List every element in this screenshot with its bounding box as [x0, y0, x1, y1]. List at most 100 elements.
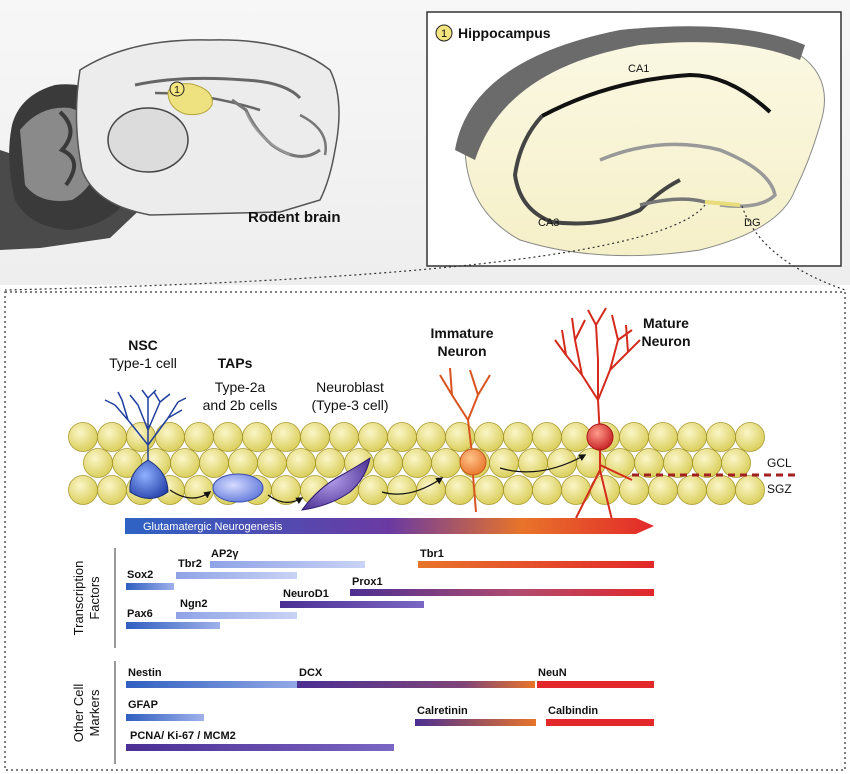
calretinin-label: Calretinin — [417, 705, 468, 717]
region-ca3-label: CA3 — [538, 217, 559, 229]
hippocampus-title: Hippocampus — [458, 25, 551, 41]
calbindin-bar — [546, 719, 654, 726]
taps-subtitle-1: Type-2a — [215, 379, 266, 395]
sox2-label: Sox2 — [127, 569, 153, 581]
tbr1-bar — [418, 561, 654, 568]
calbindin-label: Calbindin — [548, 705, 598, 717]
neuroblast-cell — [300, 456, 371, 511]
granule-cell — [735, 422, 765, 452]
granule-cell — [445, 475, 475, 505]
pcna-label: PCNA/ Ki-67 / MCM2 — [130, 730, 236, 742]
granule-cell — [503, 475, 533, 505]
gcl-label: GCL — [767, 456, 792, 470]
granule-cell — [68, 422, 98, 452]
other-markers-label-2: Markers — [87, 689, 102, 736]
granule-cell — [329, 422, 359, 452]
granule-cell — [315, 448, 345, 478]
transcription-factors-label-2: Factors — [87, 576, 102, 620]
prox1-bar — [350, 589, 654, 596]
granule-cell — [170, 448, 200, 478]
ap2y-bar — [210, 561, 365, 568]
immature-neuron-label-1: Immature — [430, 325, 493, 341]
granule-cell — [547, 448, 577, 478]
granule-cell — [358, 475, 388, 505]
granule-cell — [474, 422, 504, 452]
granule-cell — [561, 475, 591, 505]
nestin-label: Nestin — [128, 667, 162, 679]
granule-cell — [358, 422, 388, 452]
other-markers-label-1: Other Cell — [71, 684, 86, 743]
tbr1-label: Tbr1 — [420, 548, 444, 560]
dcx-label: DCX — [299, 667, 323, 679]
granule-cell — [68, 475, 98, 505]
granule-cell — [735, 475, 765, 505]
region-dg-label: DG — [744, 217, 761, 229]
nsc-title: NSC — [128, 337, 158, 353]
granule-cell — [619, 475, 649, 505]
neun-bar — [537, 681, 654, 688]
neuroblast-subtitle-1: Neuroblast — [316, 379, 384, 395]
calretinin-bar — [415, 719, 536, 726]
granule-cell — [677, 475, 707, 505]
granule-cell — [648, 475, 678, 505]
neurod1-label: NeuroD1 — [283, 588, 329, 600]
granule-cell — [474, 475, 504, 505]
granule-cell — [83, 448, 113, 478]
granule-cell — [532, 422, 562, 452]
region-ca1-label: CA1 — [628, 63, 649, 75]
mature-neuron — [554, 307, 641, 521]
neun-label: NeuN — [538, 667, 567, 679]
granule-cell — [387, 422, 417, 452]
granule-cell — [155, 422, 185, 452]
nsc-cell — [104, 389, 187, 499]
granule-cell — [692, 448, 722, 478]
neurogenesis-arrow-label: Glutamatergic Neurogenesis — [143, 521, 283, 533]
tbr2-label: Tbr2 — [178, 558, 202, 570]
neuroblast-subtitle-2: (Type-3 cell) — [311, 397, 388, 413]
granule-cell — [387, 475, 417, 505]
pax6-label: Pax6 — [127, 608, 153, 620]
hippocampus-illustration — [435, 24, 825, 257]
granule-cell — [416, 422, 446, 452]
immature-neuron-label-2: Neuron — [438, 343, 487, 359]
granule-cell — [634, 448, 664, 478]
transcription-factors-label-1: Transcription — [71, 561, 86, 636]
granule-cell — [721, 448, 751, 478]
tbr2-bar — [176, 572, 297, 579]
granule-cell — [228, 448, 258, 478]
hippocampus-marker-number: 1 — [441, 28, 447, 40]
immature-neuron — [439, 367, 491, 513]
ngn2-label: Ngn2 — [180, 598, 208, 610]
granule-cell — [271, 422, 301, 452]
granule-cell — [706, 475, 736, 505]
granule-cell — [431, 448, 461, 478]
pax6-bar — [126, 622, 220, 629]
granule-cell — [619, 422, 649, 452]
granule-cell — [300, 422, 330, 452]
rodent-brain-illustration — [0, 39, 340, 250]
granule-cell — [242, 422, 272, 452]
granule-cell — [663, 448, 693, 478]
granule-cell — [532, 475, 562, 505]
taps-subtitle-2: and 2b cells — [203, 397, 278, 413]
nestin-bar — [126, 681, 318, 688]
granule-cell — [489, 448, 519, 478]
brain-marker-number: 1 — [174, 85, 180, 96]
granule-cell — [605, 448, 635, 478]
gfap-bar — [126, 714, 204, 721]
granule-cell — [213, 422, 243, 452]
zoom-connector-left — [4, 204, 706, 291]
tap-cell — [212, 473, 264, 503]
pcna-bar — [126, 744, 394, 751]
prox1-label: Prox1 — [352, 576, 383, 588]
granule-cell — [706, 422, 736, 452]
granule-cell — [518, 448, 548, 478]
ap2y-label: AP2γ — [211, 548, 239, 560]
ngn2-bar — [176, 612, 297, 619]
mature-neuron-label-1: Mature — [643, 315, 689, 331]
granule-cell — [373, 448, 403, 478]
taps-title: TAPs — [218, 355, 253, 371]
rodent-brain-label: Rodent brain — [248, 209, 341, 226]
granule-cell — [561, 422, 591, 452]
